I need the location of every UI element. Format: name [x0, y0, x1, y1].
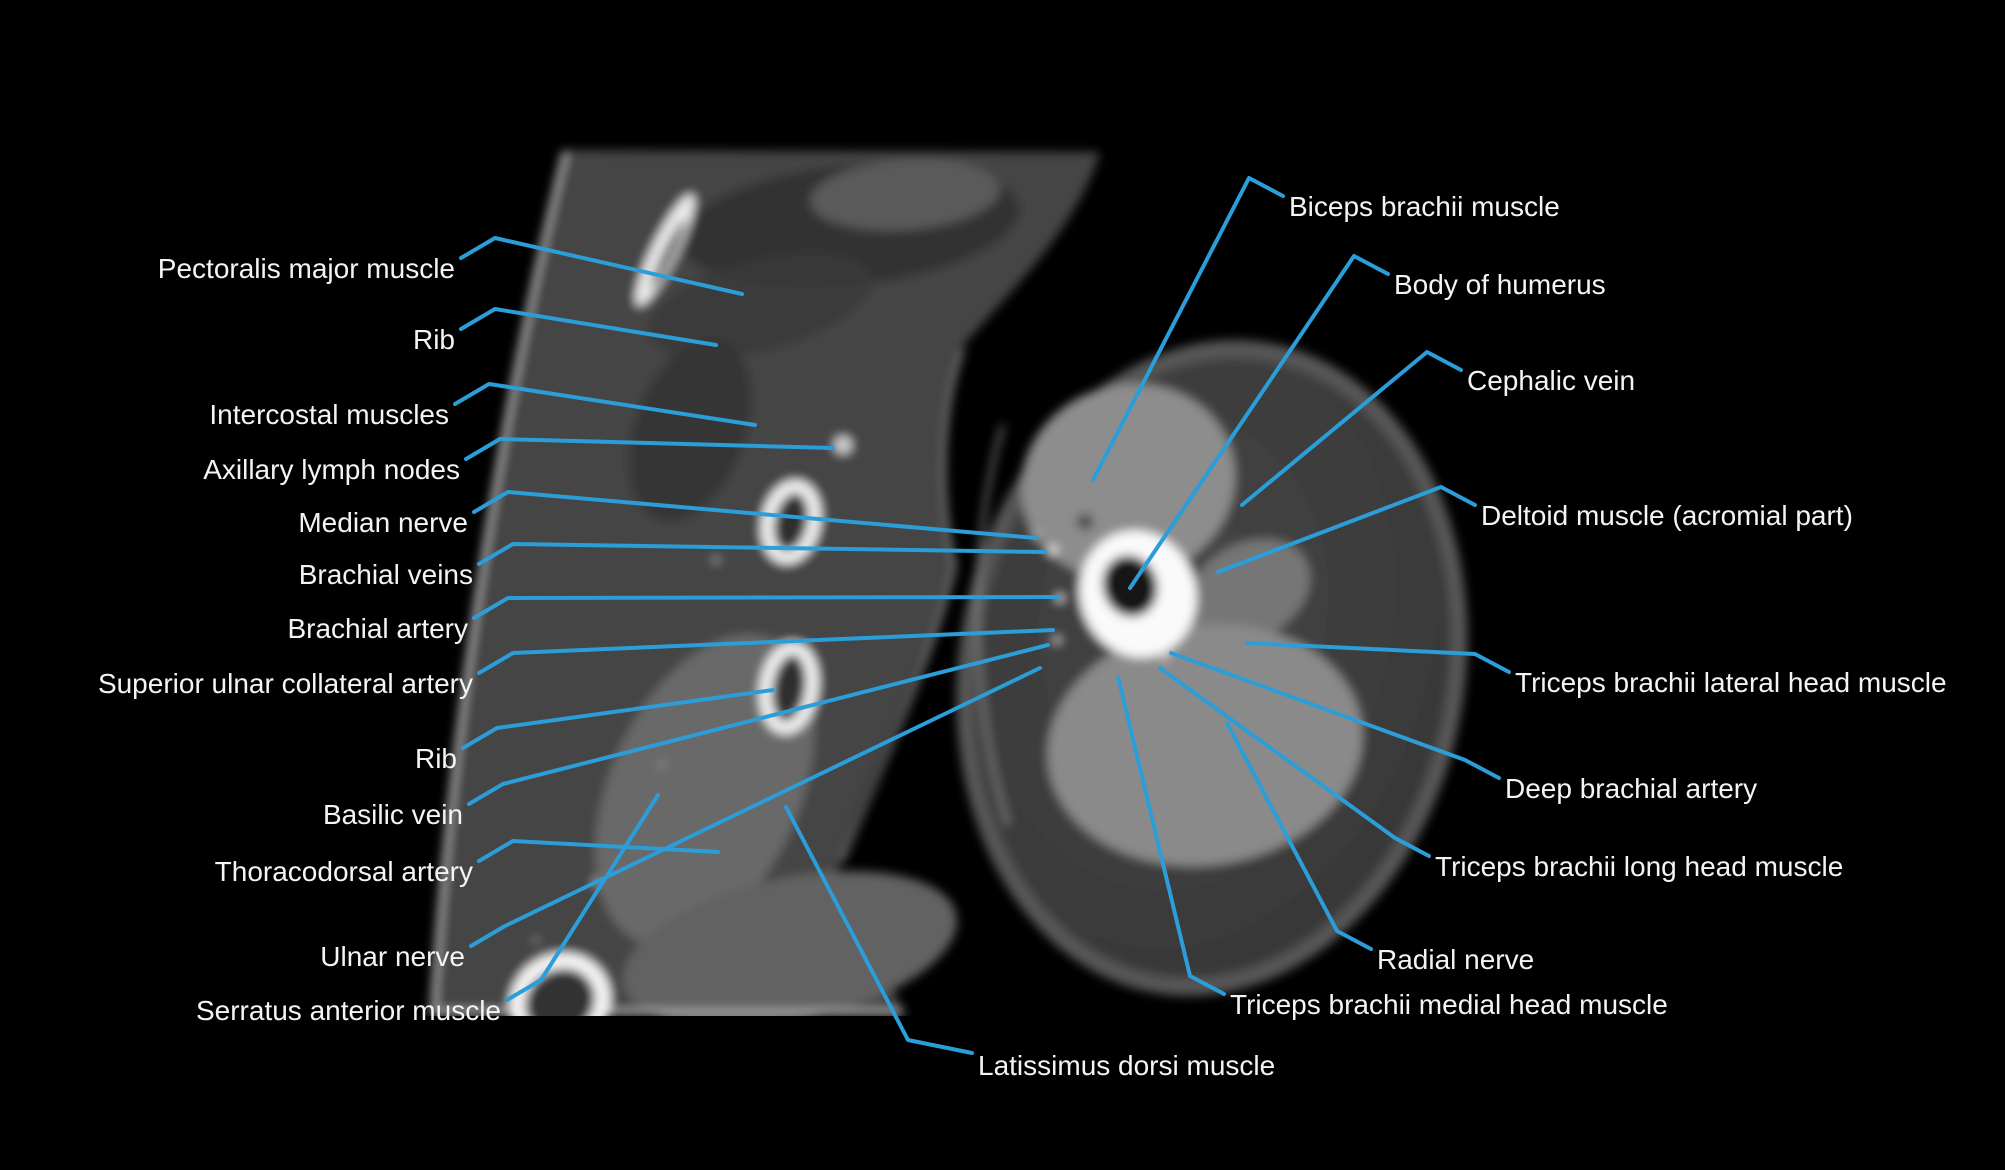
leader-median-nerve — [472, 490, 1038, 540]
label-biceps-brachii-muscle: Biceps brachii muscle — [1289, 191, 1560, 222]
leader-deep-brachial-artery — [1169, 651, 1501, 780]
ct-axillary-lymph-node-dot — [834, 436, 852, 454]
leader-serratus-anterior-muscle — [505, 793, 660, 1002]
leader-biceps-brachii-muscle — [1091, 176, 1285, 482]
label-rib-upper: Rib — [413, 324, 455, 355]
ct-brachial-vessel-dot-2 — [1048, 545, 1058, 555]
ct-rib-cortex-streak-marrow — [650, 219, 686, 289]
ct-chest-wall — [432, 150, 1100, 1016]
ct-arm-medial-skin-line — [975, 424, 1010, 826]
leader-brachial-veins — [477, 542, 1047, 566]
label-serratus-anterior-muscle: Serratus anterior muscle — [196, 995, 501, 1026]
label-brachial-veins: Brachial veins — [299, 559, 473, 590]
leader-body-of-humerus — [1128, 254, 1390, 590]
label-body-of-humerus: Body of humerus — [1394, 269, 1606, 300]
ct-triceps-region — [1047, 624, 1363, 866]
ct-calcification-dot-1 — [713, 557, 719, 563]
ct-latissimus-region — [623, 871, 957, 1016]
ct-chest-dark-patch-2 — [628, 338, 752, 522]
ct-biceps-septum-dot — [1077, 514, 1093, 530]
ct-shoulder-light-band — [810, 159, 1000, 231]
label-superior-ulnar-collateral-artery: Superior ulnar collateral artery — [98, 668, 473, 699]
ct-calcification-dot-4 — [533, 937, 539, 943]
leader-superior-ulnar-collateral-artery — [477, 628, 1055, 675]
ct-scan-image — [430, 150, 1468, 1016]
label-brachial-artery: Brachial artery — [287, 613, 468, 644]
leader-cephalic-vein — [1240, 350, 1463, 507]
leader-lines — [453, 176, 1511, 1055]
label-cephalic-vein: Cephalic vein — [1467, 365, 1635, 396]
ct-brachialis-region — [1186, 538, 1310, 646]
leader-rib-upper — [459, 307, 718, 347]
label-triceps-long-head: Triceps brachii long head muscle — [1435, 851, 1843, 882]
leader-basilic-vein — [467, 643, 1050, 806]
leader-axillary-lymph-nodes — [464, 437, 835, 461]
ct-chest-skin-line — [430, 151, 568, 1015]
label-thoracodorsal-artery: Thoracodorsal artery — [215, 856, 473, 887]
label-median-nerve: Median nerve — [298, 507, 468, 538]
ct-calcification-dot-2 — [659, 762, 665, 768]
ct-serratus-region — [595, 634, 815, 946]
label-latissimus-dorsi-muscle: Latissimus dorsi muscle — [978, 1050, 1275, 1081]
label-axillary-lymph-nodes: Axillary lymph nodes — [203, 454, 460, 485]
leader-triceps-lateral-head — [1245, 641, 1511, 674]
leader-intercostal-muscles — [453, 382, 757, 427]
label-pectoralis-major-muscle: Pectoralis major muscle — [158, 253, 455, 284]
ct-axilla-posterior-fold-line — [840, 349, 965, 863]
label-deltoid-muscle: Deltoid muscle (acromial part) — [1481, 500, 1853, 531]
label-triceps-medial-head: Triceps brachii medial head muscle — [1230, 989, 1668, 1020]
leader-rib-lower — [461, 688, 775, 750]
ct-biceps-region — [1021, 383, 1235, 581]
label-intercostal-muscles: Intercostal muscles — [209, 399, 449, 430]
leader-triceps-medial-head — [1116, 675, 1226, 996]
ct-deep-brachial-vessel-dot — [1161, 653, 1169, 661]
labels: Pectoralis major muscle Rib Intercostal … — [98, 191, 1947, 1081]
leader-latissimus-dorsi-muscle — [784, 805, 974, 1055]
leader-deltoid-muscle — [1216, 485, 1477, 574]
leader-triceps-long-head — [1158, 666, 1431, 858]
ct-rib-ring-1 — [760, 479, 822, 565]
label-ulnar-nerve: Ulnar nerve — [320, 941, 465, 972]
label-triceps-lateral-head: Triceps brachii lateral head muscle — [1515, 667, 1947, 698]
label-rib-lower: Rib — [415, 743, 457, 774]
leader-pectoralis-major-muscle — [459, 236, 744, 296]
leader-brachial-artery — [472, 595, 1060, 620]
label-deep-brachial-artery: Deep brachial artery — [1505, 773, 1757, 804]
label-radial-nerve: Radial nerve — [1377, 944, 1534, 975]
ct-brachial-vessel-dot-4 — [1053, 636, 1061, 644]
leader-ulnar-nerve — [469, 666, 1042, 948]
ct-brachial-vessel-dot-1 — [1033, 531, 1039, 537]
ct-chest-dark-patch — [648, 252, 872, 358]
leader-thoracodorsal-artery — [477, 839, 720, 863]
leader-radial-nerve — [1225, 721, 1373, 951]
label-basilic-vein: Basilic vein — [323, 799, 463, 830]
